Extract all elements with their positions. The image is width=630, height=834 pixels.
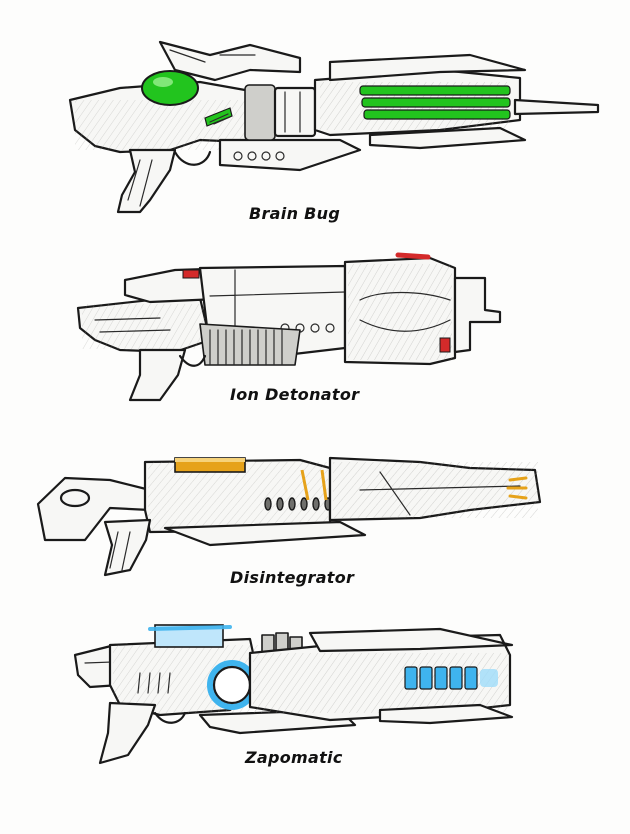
brain-bug-drawing bbox=[68, 40, 600, 214]
weapon-brain-bug: Brain Bug bbox=[0, 0, 630, 230]
zapomatic-drawing bbox=[73, 624, 514, 765]
ion-detonator-drawing bbox=[76, 252, 502, 402]
weapon-disintegrator: Disintegrator bbox=[0, 440, 630, 600]
zapomatic-blue-glow bbox=[148, 625, 232, 631]
weapon-zapomatic: Zapomatic bbox=[0, 615, 630, 795]
ion-detonator-red-light bbox=[395, 252, 431, 260]
brain-bug-green-dome bbox=[141, 70, 199, 106]
brain-bug-green-core bbox=[359, 85, 511, 120]
weapon-name-label: Brain Bug bbox=[249, 204, 341, 223]
disintegrator-drawing bbox=[36, 456, 542, 577]
weapon-ion-detonator: Ion Detonator bbox=[0, 240, 630, 415]
zapomatic-energy-cells bbox=[404, 666, 498, 690]
weapon-name-label: Ion Detonator bbox=[230, 385, 360, 404]
weapon-name-label: Zapomatic bbox=[245, 748, 343, 767]
weapon-name-label: Disintegrator bbox=[230, 568, 355, 587]
